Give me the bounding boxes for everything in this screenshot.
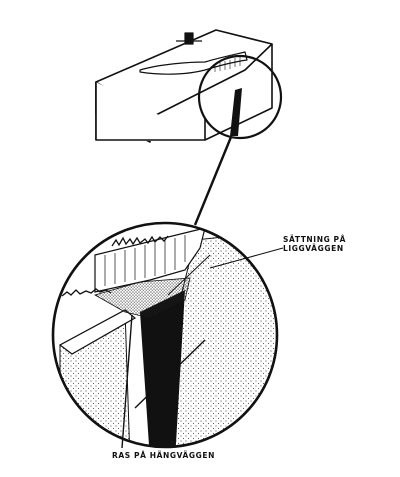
overview-block (95, 29, 273, 143)
big-zoom-detail (53, 223, 277, 447)
collapse-label: RAS PÅ HÄNGVÄGGEN (112, 451, 216, 460)
collapse-leader (121, 314, 133, 449)
settlement-label: SÄTTNING PÅ LIGGVÄGGEN (283, 235, 346, 253)
settlement-label-line1: SÄTTNING PÅ (283, 235, 347, 244)
ore-body (140, 290, 185, 447)
settlement-leader (209, 247, 284, 269)
block-top-slot (139, 51, 248, 75)
orientation-symbol (176, 32, 202, 45)
connector-line (193, 136, 233, 226)
small-zoom-circle (197, 54, 283, 140)
big-zoom-circle (51, 221, 279, 449)
block-dark-shaft (230, 88, 242, 136)
settlement-label-line2: LIGGVÄGGEN (283, 244, 344, 253)
